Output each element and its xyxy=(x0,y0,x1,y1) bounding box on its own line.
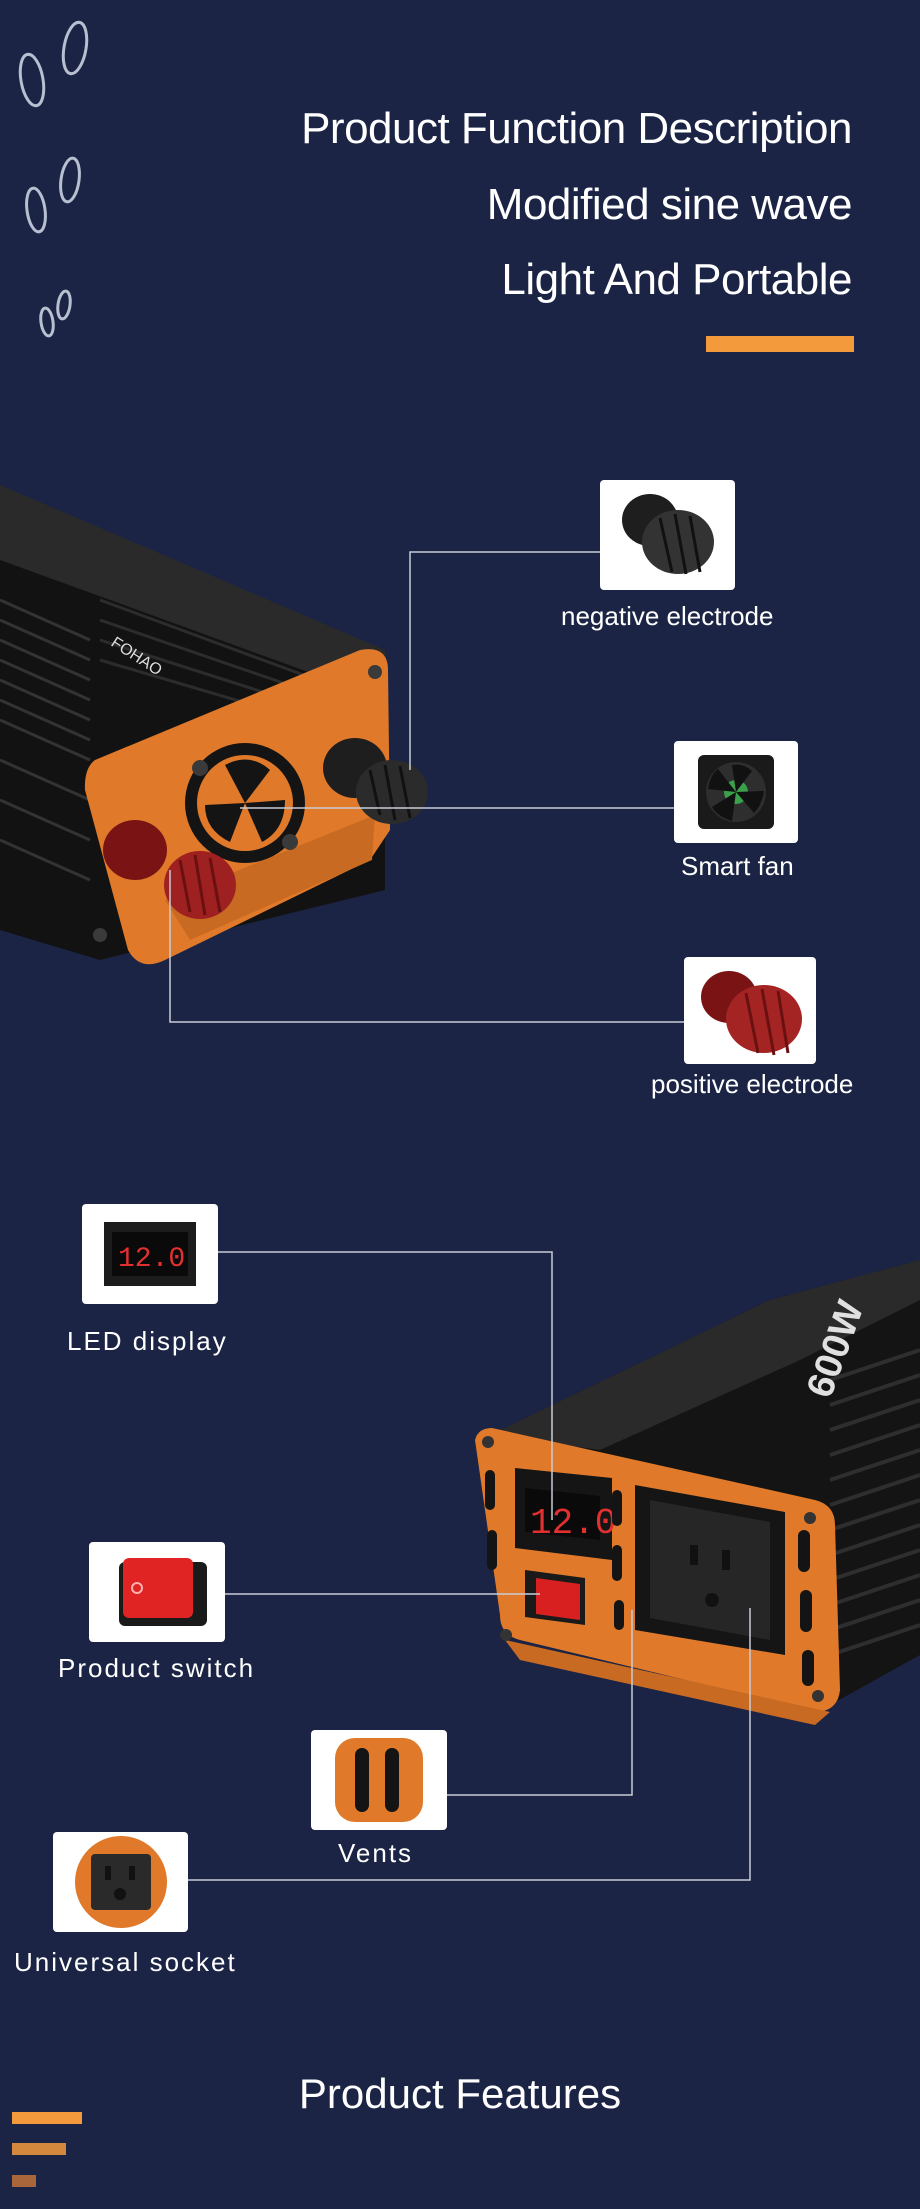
header-line-1: Product Function Description xyxy=(301,104,852,153)
footer-accent-bar-2 xyxy=(12,2143,66,2155)
universal-socket-label: Universal socket xyxy=(14,1947,237,1977)
red-terminal-icon xyxy=(701,971,802,1056)
socket-icon xyxy=(75,1836,167,1928)
header-line-3: Light And Portable xyxy=(501,255,852,304)
led-reading: 12.0 xyxy=(530,1503,616,1544)
smart-fan-thumbnail xyxy=(674,741,798,843)
positive-electrode-thumbnail xyxy=(684,957,816,1064)
vents-label: Vents xyxy=(338,1838,414,1868)
led-display-thumbnail: 12.0 xyxy=(82,1204,218,1304)
led-display-icon: 12.0 xyxy=(104,1222,196,1286)
footer-accent-bar-3 xyxy=(12,2175,36,2187)
terminal-knob-icon xyxy=(622,494,714,575)
vents-thumbnail xyxy=(311,1730,447,1830)
header-line-2: Modified sine wave xyxy=(486,180,853,229)
fan-icon xyxy=(698,755,774,829)
svg-text:12.0: 12.0 xyxy=(118,1244,185,1275)
negative-electrode-thumbnail xyxy=(600,480,735,590)
footer-accent-bar-1 xyxy=(12,2112,82,2124)
negative-electrode-label: negative electrode xyxy=(561,601,774,631)
vents-icon xyxy=(335,1738,423,1822)
led-display-label: LED display xyxy=(67,1326,228,1356)
smart-fan-label: Smart fan xyxy=(681,851,794,881)
footprints-icon xyxy=(18,20,89,338)
product-switch-label: Product switch xyxy=(58,1653,256,1683)
product-features-title: Product Features xyxy=(298,2070,622,2117)
product-switch-thumbnail xyxy=(89,1542,225,1642)
rocker-switch-icon xyxy=(119,1558,207,1626)
header-accent-bar xyxy=(706,336,854,352)
universal-socket-thumbnail xyxy=(53,1832,188,1932)
positive-electrode-label: positive electrode xyxy=(651,1069,854,1099)
